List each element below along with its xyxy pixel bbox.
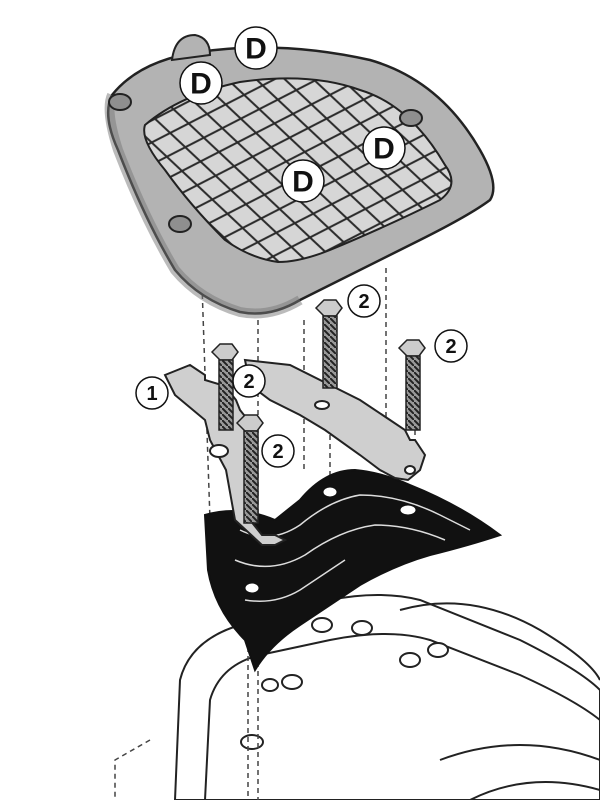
- callout-2-a: 2: [232, 364, 266, 398]
- plate-latch-tab: [170, 33, 212, 62]
- svg-text:2: 2: [445, 336, 456, 358]
- callout-d-2: D: [179, 61, 223, 105]
- callouts-numbered: 1 2 2 2 2: [135, 284, 468, 468]
- svg-text:D: D: [190, 68, 212, 101]
- bolt-b: [235, 414, 264, 524]
- svg-text:2: 2: [272, 441, 283, 463]
- svg-text:1: 1: [146, 383, 157, 405]
- bolts: [210, 299, 426, 524]
- callout-2-c: 2: [347, 284, 381, 318]
- svg-text:D: D: [373, 133, 395, 166]
- callout-2-b: 2: [261, 434, 295, 468]
- callouts-d: D D D D: [179, 26, 406, 203]
- callout-d-3: D: [362, 126, 406, 170]
- adapter-bracket: [163, 358, 427, 546]
- callout-1: 1: [135, 376, 169, 410]
- callout-2-d: 2: [434, 329, 468, 363]
- svg-text:D: D: [245, 33, 267, 66]
- bolt-d: [397, 339, 426, 431]
- callout-d-4: D: [281, 159, 325, 203]
- svg-text:2: 2: [358, 291, 369, 313]
- callout-d-1: D: [234, 26, 278, 70]
- top-case-plate: [104, 33, 495, 319]
- svg-text:2: 2: [243, 371, 254, 393]
- tail-mounting-bosses: [240, 617, 449, 750]
- bolt-c: [314, 299, 343, 389]
- plate-screw-holes: [108, 93, 423, 233]
- bolt-a: [210, 343, 239, 431]
- scooter-tail: [173, 594, 600, 800]
- svg-text:D: D: [292, 166, 314, 199]
